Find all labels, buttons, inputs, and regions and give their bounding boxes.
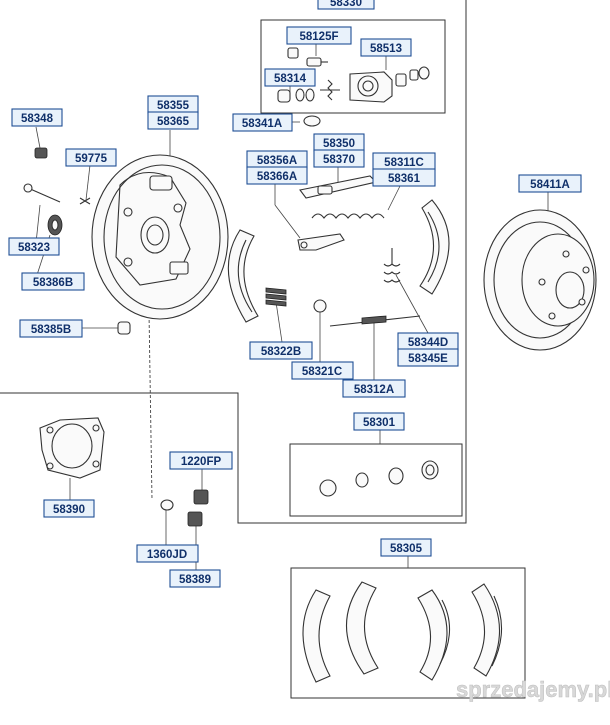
svg-text:58344D: 58344D [408,337,448,349]
label-58344D[interactable]: 58344D [397,332,459,351]
hold-down-pin-58323 [23,183,61,203]
label-58301[interactable]: 58301 [353,412,405,431]
label-58311C[interactable]: 58311C [372,152,436,171]
svg-text:58513: 58513 [370,43,402,55]
svg-text:58389: 58389 [179,574,211,586]
svg-text:59775: 59775 [75,153,108,165]
svg-text:58314: 58314 [274,73,307,85]
label-58411A[interactable]: 58411A [518,174,582,193]
hardware-kit-58301 [319,460,439,497]
svg-text:58411A: 58411A [530,179,570,191]
svg-text:58341A: 58341A [242,118,282,130]
label-58389[interactable]: 58389 [169,569,221,588]
svg-text:58323: 58323 [18,242,50,254]
label-58125F[interactable]: 58125F [286,26,352,45]
svg-text:1360JD: 1360JD [147,549,187,561]
wheel-cylinder-58513 [349,66,430,103]
label-58390[interactable]: 58390 [43,499,95,518]
label-58386B[interactable]: 58386B [21,272,85,291]
label-58365[interactable]: 58365 [147,111,199,130]
gasket-58390 [39,417,105,479]
label-58345E[interactable]: 58345E [397,348,459,367]
grommet-58386B [47,214,63,236]
svg-text:58305: 58305 [390,543,423,555]
svg-text:58321C: 58321C [302,366,342,378]
svg-text:58385B: 58385B [31,324,71,336]
svg-text:1220FP: 1220FP [181,456,222,468]
svg-text:58322B: 58322B [261,346,301,358]
label-58322B[interactable]: 58322B [249,341,313,360]
svg-text:58301: 58301 [363,417,396,429]
lever-58356A [297,233,345,251]
pin-59775 [79,197,91,205]
wheel-cylinder-group [277,47,430,127]
shoe-set-58305 [302,581,503,683]
svg-text:58386B: 58386B [33,277,73,289]
label-58356A[interactable]: 58356A [246,150,308,169]
shoe-left-58322 [227,229,259,323]
label-58314[interactable]: 58314 [264,68,316,87]
svg-text:58348: 58348 [21,113,54,125]
label-58361[interactable]: 58361 [372,168,436,187]
spring-58322B [265,287,287,307]
washer-1360JD [160,499,174,511]
svg-text:58330: 58330 [330,0,362,9]
label-59775[interactable]: 59775 [65,148,117,167]
svg-text:58356A: 58356A [257,155,297,167]
watermark-text: sprzedajemy.pl [456,677,610,702]
label-58513[interactable]: 58513 [360,38,412,57]
svg-text:58370: 58370 [323,154,355,166]
label-1220FP[interactable]: 1220FP [169,451,233,470]
shoe-right [419,199,450,295]
label-58341A[interactable]: 58341A [232,113,293,132]
svg-text:58312A: 58312A [354,384,394,396]
label-58312A[interactable]: 58312A [342,379,406,398]
svg-text:58390: 58390 [53,504,85,516]
svg-text:58361: 58361 [388,173,421,185]
bolt-58389 [187,511,203,527]
label-58385B[interactable]: 58385B [19,319,83,338]
backing-plate-58355 [91,154,229,320]
cup-58321C [313,299,327,313]
spring-58312A [329,315,421,327]
svg-text:58125F: 58125F [299,31,338,43]
label-58366A[interactable]: 58366A [246,166,308,185]
piston-kit-58314 [277,79,340,103]
spring-58344D [383,248,401,283]
svg-text:58345E: 58345E [408,353,448,365]
label-58330[interactable]: 58330 [317,0,375,10]
label-58355[interactable]: 58355 [147,95,199,114]
upper-spring-58311C [311,213,385,219]
label-58350[interactable]: 58350 [313,133,365,152]
bolt-1220FP [193,489,209,505]
boot-58341A [303,115,321,127]
bleeder-screw-58125F [287,47,328,67]
label-58370[interactable]: 58370 [313,149,365,168]
watermark: sprzedajemy.pl [456,677,610,703]
label-58321C[interactable]: 58321C [291,361,354,380]
label-58348[interactable]: 58348 [11,108,63,127]
label-58323[interactable]: 58323 [8,237,60,256]
svg-text:58311C: 58311C [384,157,424,169]
plug-58385B [117,321,131,335]
label-1360JD[interactable]: 1360JD [136,544,199,563]
strut-58350 [299,175,378,199]
drum-58411A [483,209,597,351]
adjuster-bolt-58348 [34,147,48,159]
svg-text:58366A: 58366A [257,171,297,183]
svg-text:58365: 58365 [157,116,190,128]
part-labels: 58330 58125F 58513 58314 58341A 58348 58… [8,0,582,588]
svg-text:58350: 58350 [323,138,355,150]
svg-text:58355: 58355 [157,100,190,112]
label-58305[interactable]: 58305 [380,538,432,557]
